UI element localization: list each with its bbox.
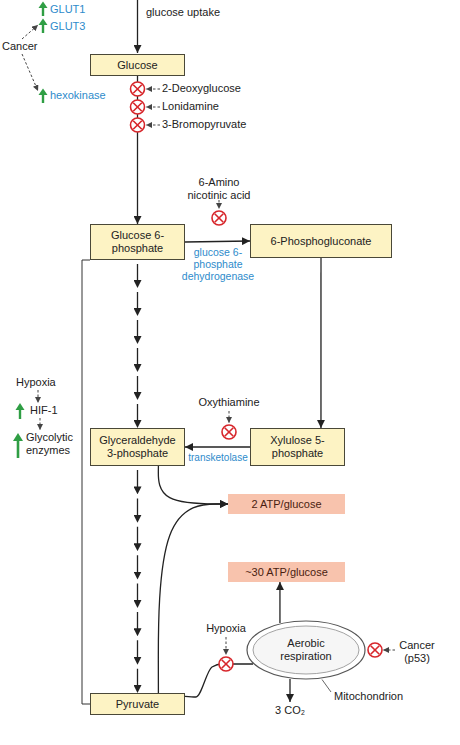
transporter-name: GLUT1 <box>50 3 85 16</box>
metabolite-box: 6-Phosphogluconate <box>250 224 392 258</box>
increase-arrow <box>16 403 25 419</box>
inner-membrane <box>253 626 359 674</box>
metabolite-box: Pyruvate <box>90 693 185 715</box>
regulator-label: Cancer <box>2 40 37 53</box>
outer-membrane <box>247 621 365 679</box>
node-label: 6-Phosphogluconate <box>271 235 372 248</box>
dashed-arrow <box>40 418 41 430</box>
inhibitor-name: 3-Bromopyruvate <box>162 118 246 131</box>
increase-arrow <box>13 433 23 458</box>
enzyme-name: hexokinase <box>50 89 106 102</box>
dashed-arrow <box>383 650 395 651</box>
atp-yield-box: 2 ATP/glucose <box>228 494 345 514</box>
metabolite-box: Glucose 6-phosphate <box>90 224 185 260</box>
node-label: Glyceraldehyde 3-phosphate <box>94 434 181 459</box>
node-label: Aerobic respiration <box>268 637 344 662</box>
product-label: 3 CO₂ <box>270 704 310 717</box>
glycolysis-bracket <box>82 260 90 704</box>
node-label: Glucose 6-phosphate <box>94 229 181 254</box>
reaction-arrow <box>185 446 250 447</box>
increase-arrow <box>39 19 48 34</box>
reaction-arrow <box>185 241 250 242</box>
metabolite-box: Glucose <box>90 54 185 76</box>
uptake-arrow <box>137 0 138 53</box>
inhibitor-symbol <box>131 118 145 132</box>
leader-line <box>322 680 331 693</box>
mitochondrion-shape: Aerobic respiration <box>246 620 366 680</box>
reaction-arrow <box>158 466 228 504</box>
enzyme-label: transketolase <box>186 452 250 464</box>
inhibitor-symbol <box>219 657 233 671</box>
transporter-name: GLUT3 <box>50 20 85 33</box>
node-label: ~30 ATP/glucose <box>245 566 328 579</box>
pathway-steps-arrow <box>137 260 138 428</box>
reaction-arrow <box>279 582 280 623</box>
organelle-label: Mitochondrion <box>334 690 403 703</box>
regulator-label: Hypoxia <box>16 376 56 389</box>
regulator-label: Cancer (p53) <box>394 639 440 664</box>
regulator-label: Glycolytic enzymes <box>26 431 80 456</box>
inhibitor-symbol <box>222 425 236 439</box>
inhibitor-symbol <box>368 643 382 657</box>
node-label: 2 ATP/glucose <box>251 498 321 511</box>
co2-arrow <box>289 679 290 702</box>
dashed-arrow <box>146 107 160 108</box>
dashed-arrow <box>226 637 227 655</box>
inhibitor-symbol <box>212 211 226 225</box>
increase-arrow <box>39 89 48 104</box>
increase-arrow <box>39 2 48 17</box>
dashed-arrow <box>146 125 160 126</box>
dashed-arrow <box>229 411 230 423</box>
inhibitor-symbol <box>131 100 145 114</box>
dashed-arrow <box>219 200 220 209</box>
dashed-arrow <box>38 390 39 403</box>
reaction-arrow <box>320 258 321 428</box>
metabolite-box: Xylulose 5-phosphate <box>250 428 345 466</box>
inhibitor-symbol <box>131 82 145 96</box>
process-label: glucose uptake <box>146 6 220 19</box>
inhibitor-name: 2-Deoxyglucose <box>162 82 241 95</box>
inhibitor-name: 6-Amino nicotinic acid <box>179 176 259 201</box>
reaction-arrow <box>137 76 138 224</box>
atp-yield-box: ~30 ATP/glucose <box>228 562 345 582</box>
node-label: Pyruvate <box>116 698 159 711</box>
enzyme-label: glucose 6-phosphate dehydrogenase <box>178 246 258 282</box>
regulator-label: Hypoxia <box>196 622 256 635</box>
dashed-arrow <box>22 25 38 39</box>
metabolite-box: Glyceraldehyde 3-phosphate <box>90 428 185 466</box>
reaction-arrow <box>185 664 253 697</box>
dashed-arrow <box>146 89 160 90</box>
regulator-label: HIF-1 <box>30 404 58 417</box>
dashed-arrow <box>22 54 38 91</box>
node-label: Xylulose 5-phosphate <box>254 434 341 459</box>
inhibitor-name: Oxythiamine <box>189 396 269 409</box>
inhibitor-name: Lonidamine <box>162 100 219 113</box>
node-label: Glucose <box>117 59 157 72</box>
pathway-steps-arrow <box>137 466 138 693</box>
